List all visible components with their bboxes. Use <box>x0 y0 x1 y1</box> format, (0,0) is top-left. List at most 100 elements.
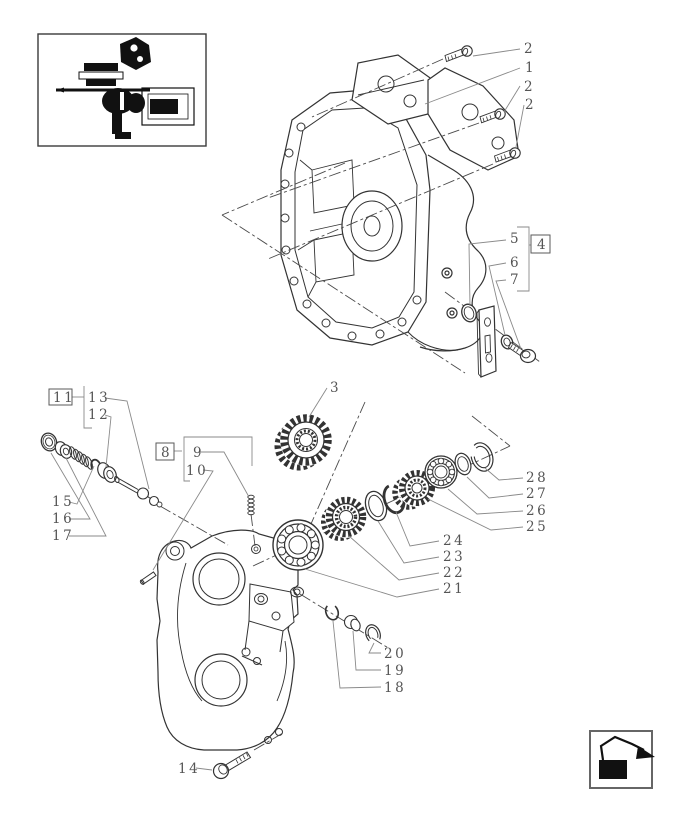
location-thumbnail <box>37 33 207 147</box>
bracket-edge <box>357 79 425 96</box>
housing-ear-hole-center <box>444 270 450 276</box>
cover-ear-hole <box>170 546 180 556</box>
bracket-hole <box>491 136 505 150</box>
callout-label-3: 3 <box>330 380 341 396</box>
brand-logo <box>589 730 655 789</box>
leader-24 <box>395 511 440 547</box>
cover-side-boss-hole <box>293 588 301 596</box>
leader-13 <box>104 397 150 490</box>
callout-label-27: 27 <box>526 486 548 502</box>
callout-label-22: 22 <box>443 565 465 581</box>
housing-window <box>313 231 355 283</box>
cover-casting-lines <box>177 562 288 702</box>
callout-label-7: 7 <box>510 272 521 288</box>
ball-bearing-small <box>424 455 458 489</box>
cover-bracket-hole-inner <box>257 595 265 603</box>
leader-16 <box>50 452 91 520</box>
cover-gusset-hole <box>253 657 261 665</box>
callout-label-8: 8 <box>161 445 172 461</box>
bracket-group-5-6-7 <box>517 226 530 292</box>
seal-ring <box>364 490 388 522</box>
leader-2-mid <box>503 85 521 113</box>
control-rod <box>114 475 163 508</box>
callout-label-26: 26 <box>526 503 548 519</box>
open-ring <box>324 603 340 621</box>
cover-plate-parts <box>461 303 537 378</box>
ball-bearing-large <box>272 519 324 571</box>
thumbnail-art-icon <box>56 37 195 139</box>
leader-28 <box>484 467 524 481</box>
cover-outline <box>156 529 299 751</box>
leader-lines <box>50 48 531 771</box>
detent-cap <box>343 614 361 632</box>
cover-upper-opening <box>192 552 246 606</box>
front-cover <box>156 529 304 751</box>
housing-ribs <box>297 159 317 298</box>
callout-label-9: 9 <box>193 445 204 461</box>
cover-upper-opening-inner <box>198 558 240 600</box>
housing-bottom-edge <box>407 331 459 351</box>
housing-rib-edge <box>419 154 487 352</box>
leader-10 <box>152 469 214 571</box>
pto-drive-gear <box>274 414 332 471</box>
cover-bracket-hole <box>254 593 268 605</box>
callout-label-14: 14 <box>178 761 200 777</box>
detent-spring <box>247 494 255 516</box>
callout-label-12: 12 <box>88 407 110 423</box>
leader-2-low <box>515 104 525 148</box>
leader-14 <box>195 767 213 771</box>
bracket-group-9-10 <box>183 436 253 482</box>
cover-bolt <box>212 751 252 780</box>
cover-bracket-hole <box>271 611 281 621</box>
centerline-gear3-axis <box>302 401 366 543</box>
callout-label-2-top: 2 <box>524 41 535 57</box>
callout-box-8 <box>155 442 175 461</box>
leader-20 <box>368 642 381 654</box>
gear-train <box>272 442 494 571</box>
dowel-pin <box>139 571 157 585</box>
retaining-ring <box>470 442 494 472</box>
gear <box>321 496 367 541</box>
callout-label-2-mid: 2 <box>524 79 535 95</box>
housing-flange-inner <box>294 107 418 329</box>
leader-7 <box>495 279 522 350</box>
housing-shaft-stub <box>309 223 343 232</box>
housing-shaft-hole <box>363 215 381 237</box>
centerline-v-left <box>221 162 346 216</box>
callout-label-15: 15 <box>52 494 74 510</box>
side-plate <box>476 305 497 378</box>
plate-bolt <box>507 341 537 364</box>
leader-22 <box>348 535 440 581</box>
leader-5 <box>468 239 507 307</box>
leader-1 <box>424 67 521 105</box>
leader-18 <box>332 620 382 689</box>
control-rod-parts <box>40 432 255 585</box>
housing-ear-hole-center <box>449 310 455 316</box>
washer-cap <box>40 432 58 452</box>
leader-21 <box>304 568 440 598</box>
bracket-hole <box>403 94 417 108</box>
leader-15 <box>68 465 95 505</box>
centerline-bolt-a-axis <box>311 58 444 118</box>
callout-label-28: 28 <box>526 470 548 486</box>
seal-washer <box>54 441 73 459</box>
leader-26 <box>447 488 524 515</box>
leader-23 <box>377 520 440 564</box>
centerline-v-right <box>221 214 466 374</box>
backhoe-icon <box>599 735 655 779</box>
callout-label-4: 4 <box>537 237 548 253</box>
callout-label-2-low: 2 <box>525 97 536 113</box>
leader-17 <box>65 457 107 537</box>
centerline-bolt-b-axis <box>267 122 480 199</box>
cover-lower-opening-inner <box>201 660 241 700</box>
callout-label-10: 10 <box>186 463 208 479</box>
centerline-bolt-c-axis <box>267 163 494 260</box>
callout-label-19: 19 <box>384 663 406 679</box>
cover-gusset <box>241 620 284 666</box>
cover-bottom-hole <box>264 736 272 744</box>
callout-box-11 <box>48 388 73 406</box>
spring <box>69 446 93 470</box>
bolt <box>444 45 473 63</box>
